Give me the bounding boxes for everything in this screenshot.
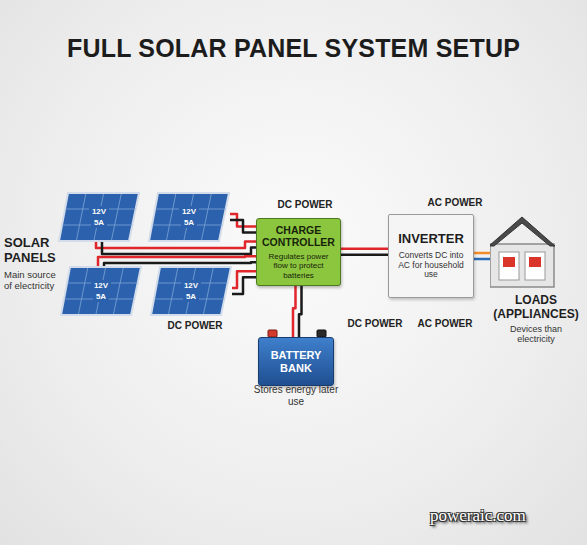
wire-label: DC POWER (160, 320, 230, 332)
wire-strand (293, 286, 296, 337)
panel-grid (62, 194, 135, 240)
panel-grid-line (167, 194, 176, 240)
power-wire (98, 256, 256, 266)
box-heading: CHARGE CONTROLLER (261, 224, 336, 248)
house-body (490, 244, 554, 287)
solar-panel: 12V5A (148, 192, 230, 242)
power-wire (232, 271, 256, 294)
box-heading: BATTERY BANK (263, 349, 329, 374)
panel-current: 5A (181, 217, 197, 228)
panel-grid-line (79, 268, 88, 314)
power-wire (341, 249, 388, 255)
panel-grid-line (204, 268, 214, 314)
power-wire (474, 253, 490, 259)
breaker-switch (529, 257, 541, 267)
wire-strand (230, 220, 256, 233)
breaker-panel (499, 252, 519, 280)
breaker-switch (503, 257, 515, 267)
house-roof (490, 217, 555, 246)
house-icon (490, 214, 562, 288)
group-note: Main source of electricity (4, 270, 66, 292)
panel-current: 5A (183, 291, 199, 302)
panel-face (151, 267, 231, 315)
panel-grid (64, 268, 137, 314)
panel-grid (152, 194, 225, 240)
power-wire (96, 241, 256, 254)
wire-strand (98, 256, 256, 266)
box-body: Regulates power flow to protect batterie… (261, 252, 336, 280)
wire-strand (474, 252, 490, 255)
panel-face (61, 267, 141, 315)
solar-panel: 12V5A (60, 266, 142, 316)
loads-heading: LOADS (APPLIANCES) (490, 294, 582, 322)
power-wire (230, 214, 256, 233)
panel-grid-line (112, 194, 122, 240)
panel-grid (154, 268, 227, 314)
battery-note: Stores energy later use (246, 384, 346, 407)
wire-label: AC POWER (422, 197, 488, 209)
box-body: Converts DC into AC for household use (394, 251, 468, 280)
panel-face (149, 193, 229, 241)
panel-current: 5A (93, 291, 109, 302)
watermark: poweraic.com (430, 506, 570, 526)
wire-label: DC POWER (270, 199, 340, 211)
group-heading: SOLAR PANELS (4, 236, 64, 266)
panel-grid-line (202, 194, 212, 240)
wire-label: DC POWER (340, 318, 410, 330)
panel-voltage: 12V (181, 280, 201, 291)
wire-strand (341, 254, 388, 257)
battery-terminal (317, 330, 326, 337)
solar-panel: 12V5A (150, 266, 232, 316)
controller-box: CHARGE CONTROLLER Regulates power flow to… (256, 218, 341, 286)
diagram-title: FULL SOLAR PANEL SYSTEM SETUP (0, 34, 587, 63)
wire-strand (299, 286, 302, 337)
panel-face (59, 193, 139, 241)
panel-grid-line (77, 194, 86, 240)
panel-grid-line (114, 268, 124, 314)
power-wire (293, 286, 302, 337)
battery-terminal (268, 330, 277, 337)
wire-strand (104, 262, 256, 266)
wire-strand (474, 258, 490, 261)
panel-voltage: 12V (179, 206, 199, 217)
breaker-panel (525, 252, 545, 280)
battery-box: BATTERY BANK (258, 337, 334, 386)
loads-house: LOADS (APPLIANCES)Devices than electrici… (490, 214, 582, 344)
inverter-box: INVERTER Converts DC into AC for househol… (388, 214, 474, 298)
box-heading: INVERTER (394, 232, 468, 247)
panel-current: 5A (91, 217, 107, 228)
wire-strand (341, 248, 388, 251)
solar-panel: 12V5A (58, 192, 140, 242)
wire-strand (96, 241, 256, 248)
wire-strand (102, 242, 256, 254)
wire-label: AC POWER (410, 318, 480, 330)
wire-strand (232, 277, 256, 294)
panel-grid-line (169, 268, 178, 314)
loads-body: Devices than electricity (490, 324, 582, 345)
panel-voltage: 12V (89, 206, 109, 217)
panel-voltage: 12V (91, 280, 111, 291)
